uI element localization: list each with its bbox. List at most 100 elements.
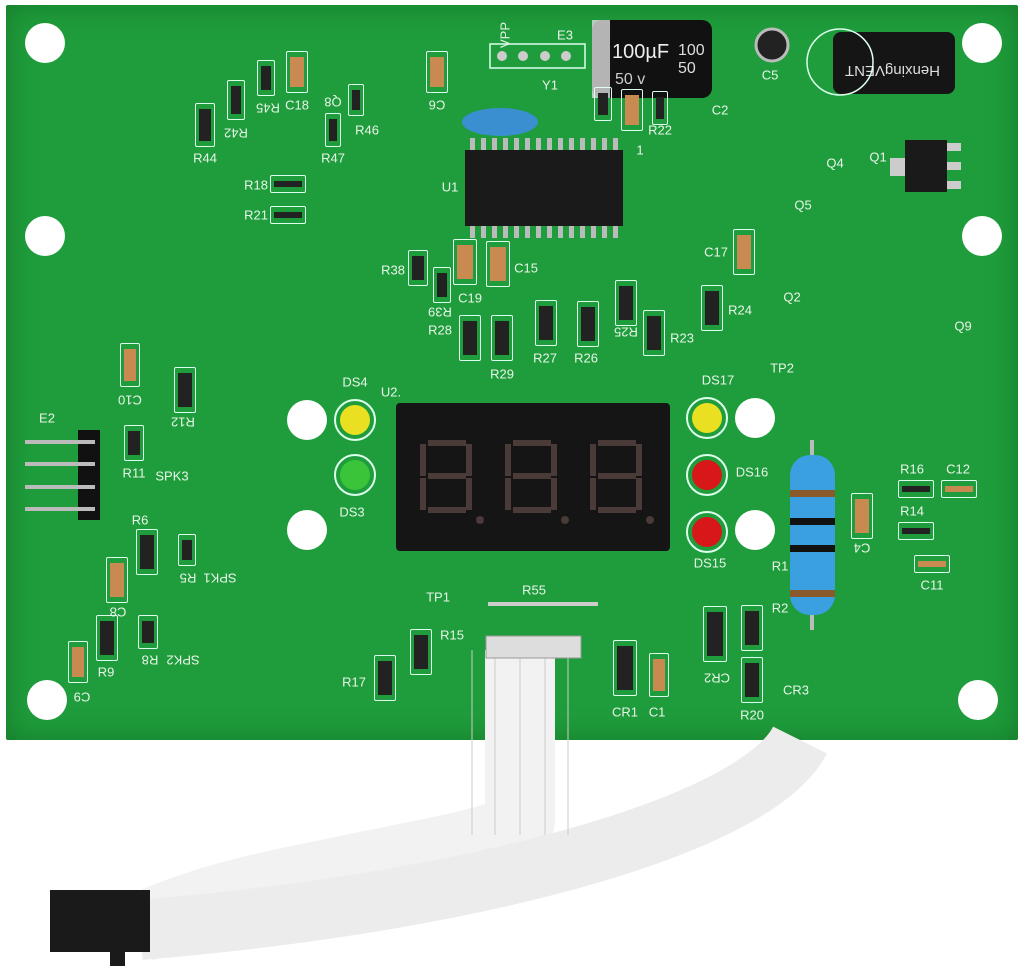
- ic-pin: [492, 138, 497, 150]
- ic-pin: [525, 226, 530, 238]
- silkscreen-label-q5: Q5: [794, 197, 812, 213]
- silkscreen-label-r1: R1: [771, 558, 789, 574]
- silkscreen-label-r42: R42: [224, 125, 248, 141]
- smd-capacitor: [120, 343, 140, 387]
- smd-resistor: [643, 310, 665, 356]
- ic-pin: [580, 138, 585, 150]
- smd-resistor: [410, 629, 432, 675]
- smd-resistor: [257, 60, 275, 96]
- silkscreen-label-cr3: CR3: [782, 682, 810, 698]
- ic-u1: [465, 138, 623, 238]
- silkscreen-label-r16: R16: [900, 461, 924, 477]
- smd-capacitor: [286, 51, 308, 93]
- silkscreen-label-q4: Q4: [826, 155, 844, 171]
- smd-resistor: [348, 84, 364, 116]
- ic-pin: [470, 138, 475, 150]
- ic-pin: [547, 226, 552, 238]
- led-ds3-lens: [340, 460, 370, 490]
- led-ds4: [334, 399, 376, 441]
- silkscreen-label-r8: R8: [141, 652, 159, 668]
- cable-connector: [50, 890, 150, 966]
- silkscreen-label-spk2: SPK2: [166, 652, 200, 668]
- silkscreen-label-tp1: TP1: [426, 589, 450, 605]
- silkscreen-label-r20: R20: [740, 707, 764, 723]
- mounting-hole: [735, 398, 775, 438]
- ic-pin: [492, 226, 497, 238]
- silkscreen-label-r44: R44: [193, 150, 217, 166]
- display-digits: [420, 440, 654, 524]
- mounting-hole: [962, 23, 1002, 63]
- silkscreen-label-r5: R5: [179, 570, 197, 586]
- display-segment: [513, 507, 551, 513]
- smd-resistor: [898, 480, 934, 498]
- smd-resistor: [701, 285, 723, 331]
- ic-pin: [613, 226, 618, 238]
- silkscreen-label-c2: C2: [711, 102, 729, 118]
- display-segment: [590, 444, 596, 476]
- ic-pin: [514, 138, 519, 150]
- display-segment: [420, 444, 426, 476]
- silkscreen-label-r11: R11: [122, 465, 146, 481]
- smd-resistor: [577, 301, 599, 347]
- ic-pin: [525, 138, 530, 150]
- smd-resistor: [615, 280, 637, 326]
- electrolytic-capacitor-henxing: Henxing VENT: [833, 32, 955, 94]
- silkscreen-label-c10: C10: [118, 392, 142, 408]
- display-segment: [551, 444, 557, 476]
- ic-pin: [481, 226, 486, 238]
- silkscreen-label-1: 1: [636, 142, 644, 158]
- silkscreen-label-q8: Q8: [324, 94, 342, 110]
- silkscreen-label-c6: C6: [428, 97, 446, 113]
- ic-pin: [602, 226, 607, 238]
- smd-resistor: [178, 534, 196, 566]
- silkscreen-label-y1: Y1: [542, 77, 558, 93]
- silkscreen-label-r14: R14: [900, 503, 924, 519]
- silkscreen-label-e2: E2: [39, 410, 55, 426]
- led-ds16-lens: [692, 460, 722, 490]
- transistor-q1: [905, 140, 947, 192]
- smd-capacitor: [621, 89, 643, 131]
- ic-pin: [536, 138, 541, 150]
- smd-resistor: [491, 315, 513, 361]
- silkscreen-label-q9: Q9: [954, 318, 972, 334]
- silkscreen-label-e3: E3: [557, 27, 573, 43]
- smd-resistor: [535, 300, 557, 346]
- silkscreen-label-ds3: DS3: [339, 504, 365, 520]
- ic-pin: [558, 138, 563, 150]
- smd-capacitor: [851, 493, 873, 539]
- vpp-header: [489, 43, 586, 69]
- silkscreen-label-c18: C18: [285, 97, 309, 113]
- silkscreen-label-q2: Q2: [783, 289, 801, 305]
- ic-pin: [470, 226, 475, 238]
- display-segment: [513, 440, 551, 446]
- ic-pin: [481, 138, 486, 150]
- silkscreen-label-r21: R21: [244, 207, 268, 223]
- ic-pin: [503, 138, 508, 150]
- silkscreen-label-r47: R47: [321, 150, 345, 166]
- silkscreen-label-ds4: DS4: [342, 374, 368, 390]
- silkscreen-label-c4: C4: [853, 540, 871, 556]
- smd-resistor: [227, 80, 245, 120]
- svg-text:Henxing: Henxing: [885, 62, 940, 79]
- silkscreen-label-r6: R6: [131, 512, 149, 528]
- display-dot: [476, 516, 484, 524]
- display-segment: [513, 473, 551, 479]
- smd-capacitor: [486, 241, 510, 287]
- ic-pin: [547, 138, 552, 150]
- silkscreen-label-cr2: CR2: [703, 670, 731, 686]
- silkscreen-label-r27: R27: [533, 350, 557, 366]
- mounting-hole: [962, 216, 1002, 256]
- silkscreen-label-r39: R39: [428, 304, 452, 320]
- ribbon-cable: [126, 635, 827, 961]
- smd-resistor: [433, 267, 451, 303]
- smd-resistor: [270, 206, 306, 224]
- smd-capacitor: [68, 641, 88, 683]
- display-segment: [466, 444, 472, 476]
- silkscreen-label-u2: U2.: [380, 384, 402, 400]
- silkscreen-label-cr1: CR1: [611, 704, 639, 720]
- silkscreen-label-r22: R22: [648, 122, 672, 138]
- smd-resistor: [325, 113, 341, 147]
- display-dot: [646, 516, 654, 524]
- smd-resistor: [374, 655, 396, 701]
- silkscreen-label-u1: U1: [441, 179, 459, 195]
